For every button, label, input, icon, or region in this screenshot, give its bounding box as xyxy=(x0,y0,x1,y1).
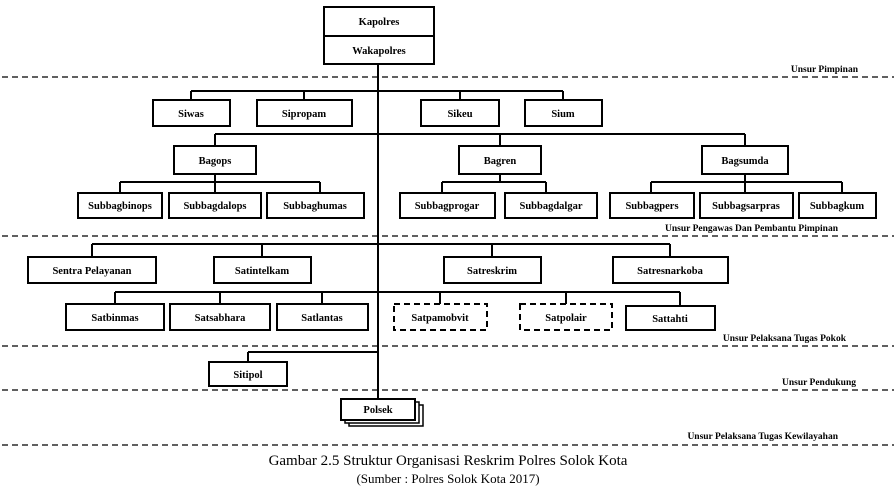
svg-text:Subbagsarpras: Subbagsarpras xyxy=(712,201,780,212)
svg-text:Siwas: Siwas xyxy=(178,109,204,120)
svg-text:Sattahti: Sattahti xyxy=(652,314,688,325)
node-sitipol: Sitipol xyxy=(208,361,288,387)
node-bagsumda: Bagsumda xyxy=(701,145,789,175)
connector-lines xyxy=(91,64,843,400)
node-wakapolres: Wakapolres xyxy=(323,35,435,65)
svg-text:Satbinmas: Satbinmas xyxy=(91,313,138,324)
svg-text:Subbagdalgar: Subbagdalgar xyxy=(519,201,582,212)
node-satreskrim: Satreskrim xyxy=(443,256,542,284)
node-sikeu: Sikeu xyxy=(420,99,500,127)
svg-text:Subbagpers: Subbagpers xyxy=(625,201,678,212)
svg-text:Satpolair: Satpolair xyxy=(545,313,587,324)
node-bagren: Bagren xyxy=(458,145,542,175)
svg-text:Sium: Sium xyxy=(551,109,575,120)
figure-caption-source: (Sumber : Polres Solok Kota 2017) xyxy=(356,471,540,486)
node-subbagdalops: Subbagdalops xyxy=(168,192,262,219)
node-sium: Sium xyxy=(524,99,603,127)
svg-text:Satlantas: Satlantas xyxy=(301,313,342,324)
node-sattahti: Sattahti xyxy=(625,305,716,331)
node-sentra-pelayanan: Sentra Pelayanan xyxy=(27,256,157,284)
node-satlantas: Satlantas xyxy=(276,303,369,331)
section-label-pendukung: Unsur Pendukung xyxy=(782,378,856,388)
node-subbagbinops: Subbagbinops xyxy=(77,192,163,219)
svg-text:Bagren: Bagren xyxy=(484,156,517,167)
svg-text:Satsabhara: Satsabhara xyxy=(195,313,247,324)
node-subbagprogar: Subbagprogar xyxy=(399,192,496,219)
node-subbagkum: Subbagkum xyxy=(798,192,877,219)
node-satresnarkoba: Satresnarkoba xyxy=(612,256,729,284)
svg-text:Subbagbinops: Subbagbinops xyxy=(88,201,152,212)
node-satsabhara: Satsabhara xyxy=(169,303,271,331)
svg-text:Sentra Pelayanan: Sentra Pelayanan xyxy=(52,266,131,277)
node-polsek: Polsek xyxy=(340,398,416,421)
svg-text:Sitipol: Sitipol xyxy=(233,370,262,381)
svg-text:Subbagprogar: Subbagprogar xyxy=(415,201,480,212)
svg-text:Bagops: Bagops xyxy=(199,156,232,167)
svg-text:Subbagkum: Subbagkum xyxy=(810,201,865,212)
svg-text:Sikeu: Sikeu xyxy=(447,109,472,120)
node-satpamobvit: Satpamobvit xyxy=(393,303,488,331)
svg-text:Bagsumda: Bagsumda xyxy=(721,156,769,167)
node-sipropam: Sipropam xyxy=(256,99,353,127)
svg-text:Polsek: Polsek xyxy=(363,405,392,416)
node-subbagdalgar: Subbagdalgar xyxy=(504,192,598,219)
section-label-pelaksana-pokok: Unsur Pelaksana Tugas Pokok xyxy=(723,334,847,344)
svg-text:Kapolres: Kapolres xyxy=(359,17,400,28)
node-satpolair: Satpolair xyxy=(519,303,613,331)
svg-text:Wakapolres: Wakapolres xyxy=(352,46,405,57)
figure-caption-title: Gambar 2.5 Struktur Organisasi Reskrim P… xyxy=(268,453,628,469)
node-kapolres: Kapolres xyxy=(323,6,435,37)
node-siwas: Siwas xyxy=(152,99,231,127)
svg-text:Satreskrim: Satreskrim xyxy=(467,266,517,277)
node-satbinmas: Satbinmas xyxy=(65,303,165,331)
node-subbagpers: Subbagpers xyxy=(609,192,695,219)
svg-text:Satresnarkoba: Satresnarkoba xyxy=(637,266,703,277)
node-bagops: Bagops xyxy=(173,145,257,175)
section-label-pengawas: Unsur Pengawas Dan Pembantu Pimpinan xyxy=(665,224,839,234)
svg-text:Satintelkam: Satintelkam xyxy=(235,266,290,277)
svg-text:Subbagdalops: Subbagdalops xyxy=(183,201,246,212)
svg-text:Satpamobvit: Satpamobvit xyxy=(411,313,469,324)
section-label-kewilayahan: Unsur Pelaksana Tugas Kewilayahan xyxy=(687,432,838,442)
section-label-pimpinan: Unsur Pimpinan xyxy=(791,65,859,75)
svg-text:Sipropam: Sipropam xyxy=(282,109,326,120)
svg-text:Subbaghumas: Subbaghumas xyxy=(283,201,347,212)
node-subbaghumas: Subbaghumas xyxy=(266,192,365,219)
node-satintelkam: Satintelkam xyxy=(213,256,312,284)
node-subbagsarpras: Subbagsarpras xyxy=(699,192,794,219)
